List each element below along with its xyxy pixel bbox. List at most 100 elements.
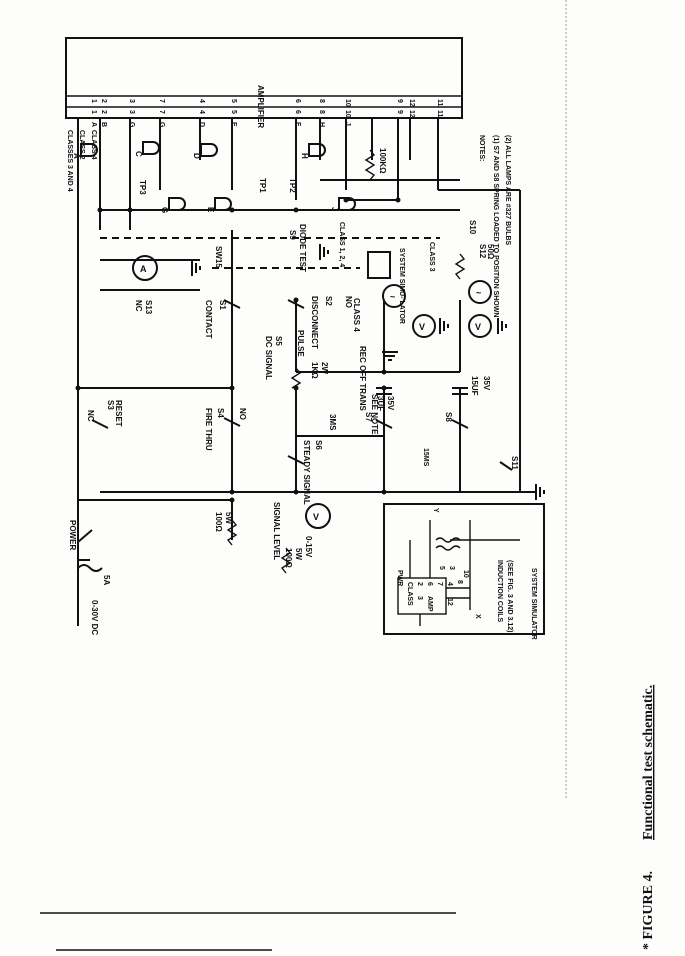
label-r100b-rating: 5W (294, 548, 303, 560)
amp-row-1-class4: B (100, 122, 107, 127)
label-r100a-rating: 5W (224, 512, 233, 524)
inset-class: CLASS (406, 582, 413, 606)
inset-pin-5: 10 (462, 570, 469, 578)
inset-coils-ref: (SEE FIG. 3 AND 3.12) (506, 560, 513, 632)
label-r1k-rating: 2W (320, 362, 329, 374)
ac-source-1-symbol: ~ (390, 292, 395, 302)
amp-row-6-class3and4: 6 (294, 99, 301, 103)
label-r100b: 100Ω (284, 548, 293, 568)
ac-source-1: ~ (382, 284, 406, 308)
lamp-1-bulb (142, 141, 160, 155)
label-r100k: 100KΩ (378, 148, 387, 174)
amp-row-7-class3and4: 8 (318, 99, 325, 103)
lamp-6-bulb (338, 197, 356, 211)
label-s8: S8 (444, 412, 453, 422)
label-s2-type: NO (344, 296, 353, 308)
resistor-1k (290, 367, 302, 389)
lamp-3-bulb (200, 143, 218, 157)
label-s5: S5 (274, 336, 283, 346)
label-s4-name: FIRE THRU (204, 408, 213, 451)
lamp-0-bulb (80, 143, 98, 157)
system-simulator-relay (367, 251, 391, 279)
ammeter: A (132, 255, 158, 281)
inset-pin-2: 7 (436, 582, 443, 586)
notes-heading: NOTES: (478, 135, 485, 161)
label-s6-name: STEADY SIGNAL (302, 440, 311, 505)
label-sw15: SW15 (214, 246, 223, 268)
amp-row-8-class2: 10 (344, 110, 351, 118)
system-simulator-inset (383, 503, 545, 635)
label-s7-note: SEE NOTE (370, 394, 379, 435)
label-system-simulator-box: SYSTEM SIMU- LATOR (398, 248, 405, 324)
amp-row-8-class4: J (344, 122, 351, 126)
voltmeter-signal: V (305, 503, 331, 529)
label-c15uf: 15UF (470, 376, 479, 396)
lamp-1-label: C (134, 151, 143, 157)
label-s3-type: NC (86, 410, 95, 422)
lamp-3-label: D (192, 153, 201, 159)
inset-coils: INDUCTION COILS (496, 560, 503, 623)
amp-row-11-class2: 11 (436, 110, 443, 118)
amp-row-2-class4: G (128, 122, 135, 128)
label-voltmeter-range: 0-15V (304, 536, 313, 558)
amp-row-2-class2: 3 (128, 110, 135, 114)
amp-row-7-class2: 8 (318, 110, 325, 114)
amplifier-block: AMPLIFIER (65, 37, 463, 128)
label-s4: S4 (216, 408, 225, 418)
lamp-5-bulb (308, 143, 326, 157)
label-s4-type: NO (238, 408, 247, 420)
ac-source-2-symbol: ~ (476, 288, 481, 298)
inset-coil-1 (435, 537, 461, 543)
amp-row-0-class3and4: 1 (90, 99, 97, 103)
label-r1k: 1KΩ (310, 362, 319, 379)
label-s7-timing: 3MS (328, 414, 337, 431)
lamp-6 (338, 197, 356, 211)
lamp-6-label: J (330, 207, 339, 211)
label-c15uf-rating: 35V (482, 376, 491, 391)
fuse-symbol (77, 564, 103, 572)
ac-source-2: ~ (468, 280, 492, 304)
amp-row-1-class2: 2 (100, 110, 107, 114)
inset-pin-6: 3 (448, 566, 455, 570)
label-pulse: PULSE (296, 330, 305, 357)
inset-pin-0: 2 (416, 582, 423, 586)
label-c3uf-rating: 35V (386, 396, 395, 411)
inset-pin-1: 6 (426, 582, 433, 586)
note-1: (1) S7 AND S8 SPRING LOADED TO POSITION … (492, 135, 499, 317)
amp-row-3-class2: 7 (158, 110, 165, 114)
lamp-2 (168, 197, 186, 211)
amp-row-4-class4: D (198, 122, 205, 127)
inset-pin-8: 12 (446, 598, 453, 606)
notes: NOTES: (1) S7 AND S8 SPRING LOADED TO PO… (478, 135, 511, 317)
label-s7: S7 (364, 412, 373, 422)
amplifier-label: AMPLIFIER (256, 85, 265, 128)
ground-symbols (191, 244, 545, 500)
label-s8-timing: 15MS (422, 448, 429, 467)
inset-frame (383, 503, 545, 635)
lamp-3 (200, 143, 218, 157)
resistors (226, 149, 466, 574)
switch-contacts (77, 299, 513, 543)
label-signal-level: SIGNAL LEVEL (272, 502, 281, 560)
label-s1: S1 (218, 300, 227, 310)
amp-row-9-class3and4: 9 (396, 99, 403, 103)
inset-y: Y (432, 508, 439, 513)
amplifier-column-headers: CLASS 4 CLASS 2 CLASSES 3 AND 4 (66, 130, 97, 192)
amp-row-4-class2: 4 (198, 110, 205, 114)
caption-title: Functional test schematic. (641, 685, 656, 840)
amp-row-3-class3and4: 7 (158, 99, 165, 103)
voltmeter-sim-1-symbol: V (419, 322, 425, 332)
label-class-1-2-4: CLASS 1, 2, 4 (338, 222, 345, 267)
inset-coil-2 (435, 545, 461, 551)
amp-row-5-class2: 5 (230, 110, 237, 114)
voltmeter-signal-symbol: V (313, 512, 319, 522)
label-s2-name: DISCONNECT (310, 296, 319, 349)
label-tp3: TP3 (138, 180, 147, 195)
voltmeter-sim-2-symbol: V (475, 322, 481, 332)
amp-row-1-class3and4: 2 (100, 99, 107, 103)
label-class4: CLASS 4 (352, 298, 361, 332)
label-s1-name: CONTACT (204, 300, 213, 339)
wiring (77, 118, 536, 626)
junctions (75, 197, 401, 503)
